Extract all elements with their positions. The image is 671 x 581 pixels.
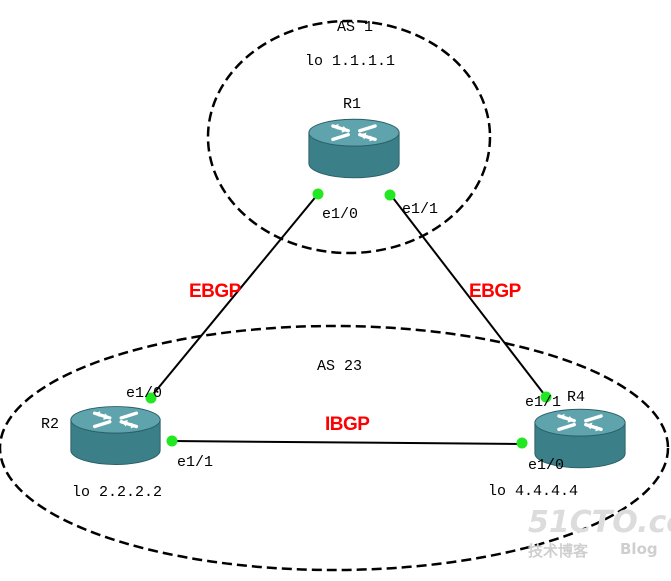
as23-label: AS 23: [317, 358, 362, 375]
link-r1-r4: [389, 193, 548, 399]
as23-boundary: [0, 324, 670, 572]
link-r2-r4: [171, 440, 523, 445]
watermark-blog: Blog: [620, 540, 658, 558]
watermark-tagline: 技术博客: [528, 542, 589, 560]
r4-e11-label: e1/1: [525, 394, 561, 411]
as1-boundary: [206, 19, 492, 255]
link-r1-r2: [149, 193, 319, 399]
r1-loopback-label: lo 1.1.1.1: [305, 53, 395, 70]
port-dot-r4-e11: [540, 391, 552, 403]
port-dot-r2-e10: [145, 392, 157, 404]
r1-e10-label: e1/0: [322, 206, 358, 223]
r2-loopback-label: lo 2.2.2.2: [72, 484, 162, 501]
ebgp-label-left: EBGP: [189, 281, 242, 302]
ibgp-label: IBGP: [325, 414, 370, 435]
ebgp-label-right: EBGP: [469, 281, 522, 302]
watermark-site: 51CTO.com: [528, 505, 671, 540]
r4-e10-label: e1/0: [528, 457, 564, 474]
r2-name-label: R2: [41, 416, 59, 433]
r2-e11-label: e1/1: [177, 454, 213, 471]
as1-label: AS 1: [337, 19, 373, 36]
r1-name-label: R1: [343, 96, 361, 113]
port-dot-r2-e11: [166, 435, 178, 447]
port-dot-r4-e10: [516, 437, 528, 449]
r4-loopback-label: lo 4.4.4.4: [488, 483, 578, 500]
r1-e11-label: e1/1: [402, 201, 438, 218]
router-r1-icon[interactable]: [307, 118, 401, 180]
router-r2-icon[interactable]: [69, 405, 162, 467]
port-dot-r1-e11: [384, 189, 396, 201]
port-dot-r1-e10: [312, 188, 324, 200]
r4-name-label: R4: [567, 389, 585, 406]
r2-e10-label: e1/0: [126, 385, 162, 402]
